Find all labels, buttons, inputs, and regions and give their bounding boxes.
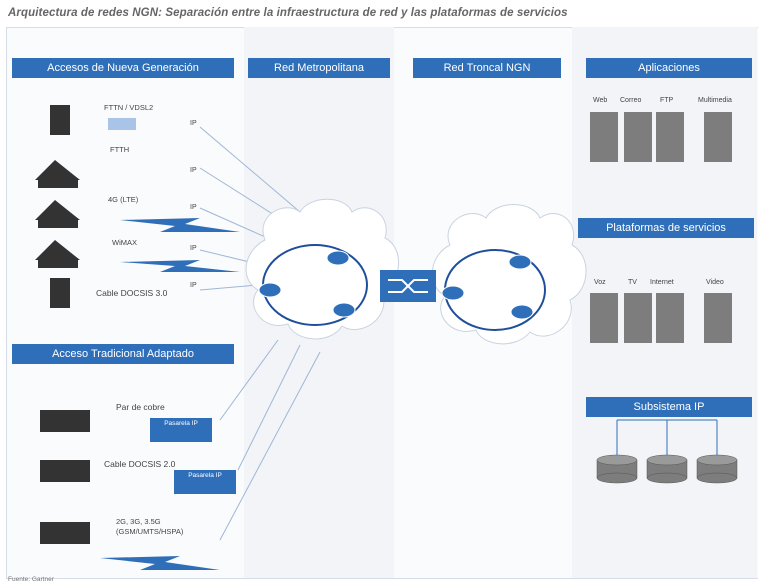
internet-platform-icon (656, 293, 684, 343)
router-icon (510, 304, 534, 320)
ip-label: IP (190, 167, 197, 174)
access-label: Cable DOCSIS 3.0 (96, 288, 168, 298)
house-icon (35, 160, 80, 180)
ip-label: IP (190, 204, 197, 211)
header-nga: Accesos de Nueva Generación (12, 58, 234, 78)
app-label: Multimedia (698, 97, 732, 104)
header-platforms: Plataformas de servicios (578, 218, 754, 238)
header-ims: Subsistema IP (586, 397, 752, 417)
ftp-app-icon (656, 112, 684, 162)
core-cloud (431, 204, 587, 345)
ip-label: IP (190, 120, 197, 127)
header-legacy: Acceso Tradicional Adaptado (12, 344, 234, 364)
access-label: FTTH (110, 145, 130, 154)
app-label: Correo (620, 97, 642, 104)
router-icon (332, 302, 356, 318)
metro-cloud (245, 198, 400, 340)
platform-label: Internet (650, 279, 674, 286)
legacy-access-label: 2G, 3G, 3.5G (GSM/UMTS/HSPA) (116, 517, 184, 536)
app-label: Web (593, 97, 608, 104)
building-icon (50, 105, 70, 135)
legacy-access-label: Cable DOCSIS 2.0 (104, 459, 176, 469)
source-note: Fuente: Gartner (8, 576, 54, 583)
town-icon (40, 410, 90, 432)
router-icon (326, 250, 350, 266)
header-metro: Red Metropolitana (248, 58, 390, 78)
router-icon (441, 285, 465, 301)
house-icon (35, 240, 80, 260)
header-apps: Aplicaciones (586, 58, 752, 78)
gateway-box: Pasarela IP (150, 418, 212, 442)
house-icon (35, 200, 80, 220)
multimedia-app-icon (704, 112, 732, 162)
voice-platform-icon (590, 293, 618, 343)
platform-label: Voz (594, 279, 606, 286)
platform-label: Video (706, 279, 724, 286)
town-icon (40, 460, 90, 482)
building-icon (50, 278, 70, 308)
gateway-box: Pasarela IP (174, 470, 236, 494)
diagram-title: Arquitectura de redes NGN: Separación en… (8, 7, 568, 19)
mail-app-icon (624, 112, 652, 162)
header-core: Red Troncal NGN (413, 58, 561, 78)
platform-label: TV (628, 279, 637, 286)
access-label: 4G (LTE) (108, 195, 139, 204)
modem-icon (108, 118, 136, 130)
router-icon (258, 282, 282, 298)
video-platform-icon (704, 293, 732, 343)
web-app-icon (590, 112, 618, 162)
access-label: WiMAX (112, 238, 137, 247)
ip-label: IP (190, 245, 197, 252)
town-icon (40, 522, 90, 544)
legacy-access-label: Par de cobre (116, 402, 165, 412)
app-label: FTP (660, 97, 674, 104)
ip-label: IP (190, 282, 197, 289)
router-icon (508, 254, 532, 270)
tv-platform-icon (624, 293, 652, 343)
access-label: FTTN / VDSL2 (104, 103, 154, 112)
